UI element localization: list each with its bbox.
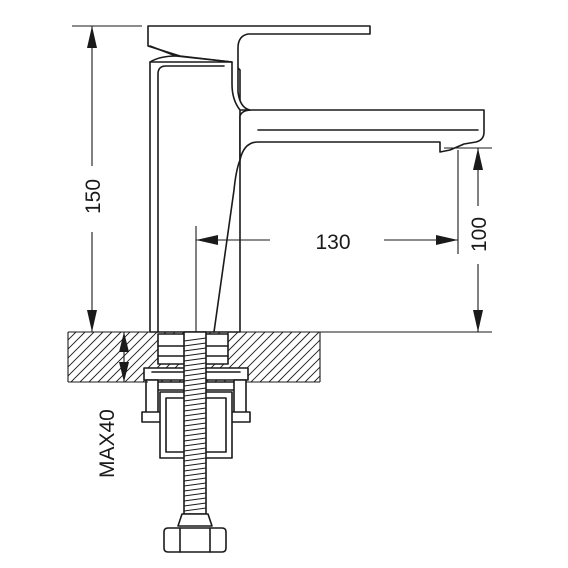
thread-mark xyxy=(183,452,207,457)
thread-mark xyxy=(183,372,207,377)
thread-mark xyxy=(183,362,207,367)
max-thickness-label: MAX40 xyxy=(96,409,119,478)
thread-mark xyxy=(183,492,207,497)
thread-mark xyxy=(183,392,207,397)
spout-reach-label: 130 xyxy=(315,231,350,254)
thread-mark xyxy=(183,437,207,442)
thread-mark xyxy=(183,342,207,347)
thread-mark xyxy=(183,417,207,422)
faucet-front-edge xyxy=(157,65,225,333)
thread-mark xyxy=(183,397,207,402)
dimension-max-thickness: MAX40 xyxy=(96,332,148,478)
height-total-label: 150 xyxy=(82,179,105,214)
hatch-line xyxy=(286,348,320,382)
thread-mark xyxy=(183,422,207,427)
hatch-line xyxy=(68,332,113,377)
hatch-line xyxy=(106,332,158,382)
thread-mark xyxy=(183,357,207,362)
arrow-down xyxy=(87,310,97,332)
hatch-line xyxy=(377,332,427,382)
thread-mark xyxy=(183,487,207,492)
thread-mark xyxy=(183,407,207,412)
hatch-line xyxy=(241,332,293,382)
thread-mark xyxy=(183,507,207,512)
right-stud-nut xyxy=(229,411,251,423)
thread-marks xyxy=(183,337,207,512)
arrow-left xyxy=(196,235,218,245)
thread-mark xyxy=(183,367,207,372)
hatch-line xyxy=(68,332,95,359)
arrow-down-max xyxy=(119,362,129,382)
hatch-line xyxy=(313,375,320,382)
hatch-line xyxy=(259,332,311,382)
thread-mark xyxy=(183,457,207,462)
left-stud-nut xyxy=(141,411,163,423)
arrow-up-max xyxy=(119,332,129,352)
arrow-down-100 xyxy=(473,310,483,332)
mounting-assembly xyxy=(141,331,251,553)
arrow-right xyxy=(436,235,458,245)
thread-mark xyxy=(183,502,207,507)
thread-mark xyxy=(183,382,207,387)
faucet-spout xyxy=(239,109,485,161)
faucet-body xyxy=(147,25,485,333)
thread-mark xyxy=(183,497,207,502)
thread-mark xyxy=(183,352,207,357)
faucet-handle-cap xyxy=(149,55,177,63)
hatch-line xyxy=(350,332,400,382)
thread-mark xyxy=(183,387,207,392)
hatch-line xyxy=(323,332,373,382)
hatch-line xyxy=(97,332,149,382)
right-stud xyxy=(233,379,247,415)
hatch-line xyxy=(70,332,122,382)
left-stud xyxy=(145,379,159,415)
thread-mark xyxy=(183,377,207,382)
hose-fitting-nut xyxy=(163,527,227,553)
faucet-column xyxy=(149,61,241,333)
hatch-line xyxy=(250,332,302,382)
dimension-spout-height: 100 xyxy=(250,147,492,333)
thread-mark xyxy=(183,447,207,452)
hatch-line xyxy=(68,332,86,350)
faucet-body-slant xyxy=(213,159,241,333)
hatch-line xyxy=(332,332,382,382)
thread-mark xyxy=(183,482,207,487)
hatch-line xyxy=(68,332,104,368)
hatch-line xyxy=(268,332,320,382)
thread-mark xyxy=(183,432,207,437)
dimension-spout-reach: 130 xyxy=(195,150,459,332)
hatch-line xyxy=(368,332,418,382)
hatch-line xyxy=(295,357,320,382)
thread-mark xyxy=(183,477,207,482)
arrow-up-100 xyxy=(473,148,483,170)
hatch-line xyxy=(359,332,409,382)
arrow-up xyxy=(87,26,97,48)
hatch-line xyxy=(8,332,58,382)
hatch-line xyxy=(79,332,131,382)
faucet-handle xyxy=(147,25,371,111)
thread-mark xyxy=(183,427,207,432)
thread-mark xyxy=(183,347,207,352)
thread-mark xyxy=(183,467,207,472)
thread-mark xyxy=(183,337,207,342)
thread-mark xyxy=(183,402,207,407)
thread-mark xyxy=(183,462,207,467)
hatch-line xyxy=(88,332,140,382)
hatch-line xyxy=(386,332,436,382)
dimension-height-total: 150 xyxy=(72,25,142,332)
thread-mark xyxy=(183,412,207,417)
hatch-line xyxy=(17,332,67,382)
hatch-line xyxy=(304,366,320,382)
thread-mark xyxy=(183,442,207,447)
spout-height-label: 100 xyxy=(468,217,491,252)
hose-fitting-neck xyxy=(177,513,213,527)
hatch-line xyxy=(341,332,391,382)
thread-mark xyxy=(183,472,207,477)
